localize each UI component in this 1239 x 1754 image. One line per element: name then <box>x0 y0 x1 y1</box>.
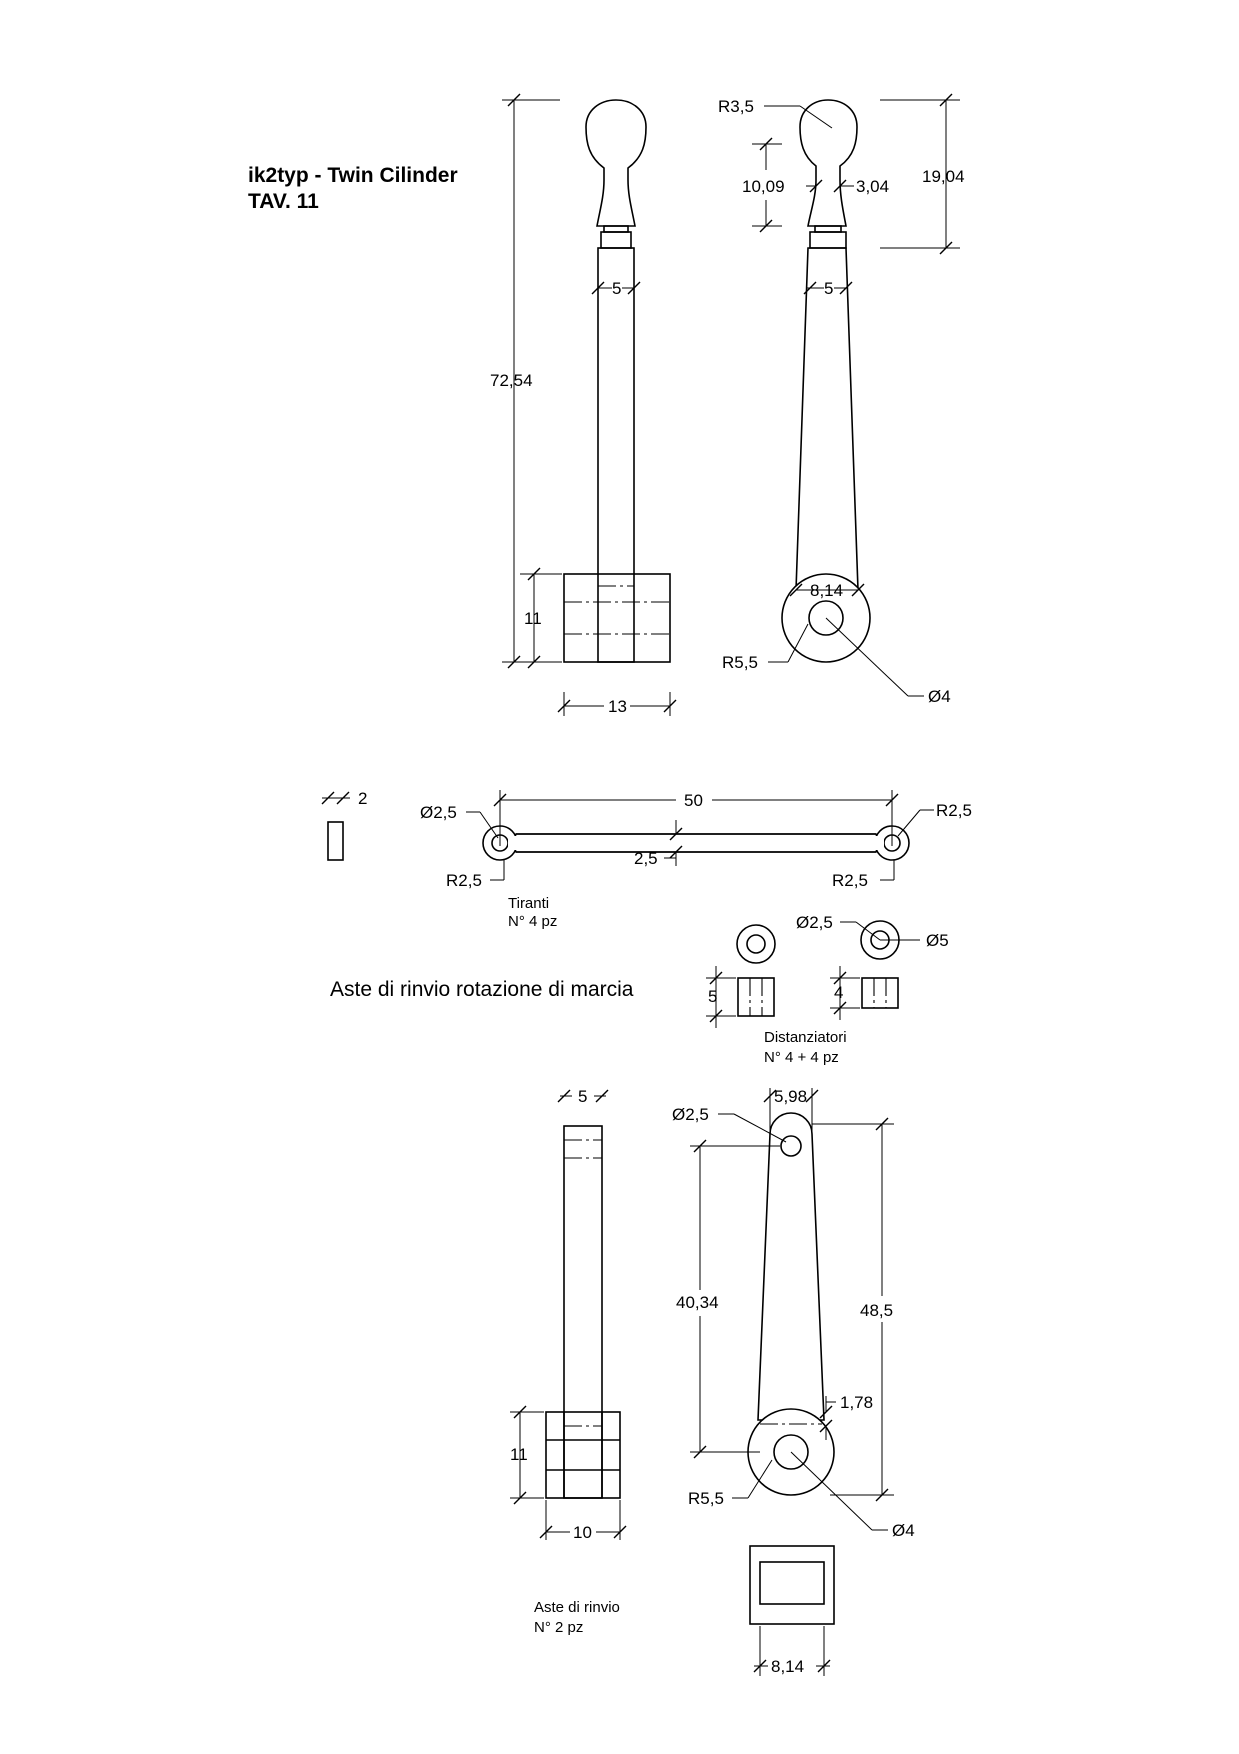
dim-lever-shaft-width-front <box>803 281 853 295</box>
spacers-note-name: Distanziatori <box>764 1029 847 1046</box>
dim-return-rod-offset <box>819 1396 836 1440</box>
dim-return-rod-bore-label: Ø4 <box>892 1521 915 1540</box>
dim-lever-hub-height <box>520 567 562 669</box>
dim-spacer-length-a <box>706 966 736 1028</box>
dim-return-rod-top-width <box>763 1088 819 1134</box>
return-rod-note-name: Aste di rinvio <box>534 1599 620 1616</box>
sheet-number: TAV. 11 <box>248 190 319 213</box>
dim-return-rod-boss-radius-label: R5,5 <box>688 1489 724 1508</box>
dim-tie-rod-center-distance <box>493 790 899 846</box>
dim-return-rod-pin-hole-label: Ø2,5 <box>672 1105 709 1124</box>
dim-lever-hub-height-label: 11 <box>524 609 542 628</box>
tie-rod-edge-view <box>327 821 344 861</box>
dim-lever-hub-width <box>557 692 677 716</box>
return-rod-note-qty: N° 2 pz <box>534 1619 583 1636</box>
dim-spacer-length-b <box>830 966 860 1020</box>
dim-lever-shaft-width-front-label: 5 <box>824 279 833 298</box>
dim-tie-rod-center-distance-label: 50 <box>684 791 703 810</box>
spacer-short-views <box>860 920 900 1009</box>
dim-tie-rod-hole-diameter-label: Ø2,5 <box>420 803 457 822</box>
dim-spacer-inner-diameter-label: Ø2,5 <box>796 913 833 932</box>
dim-return-rod-hole-to-hub-label: 40,34 <box>676 1293 719 1312</box>
lever-side-view <box>563 99 671 663</box>
dim-return-rod-offset-label: 1,78 <box>840 1393 873 1412</box>
tie-rod-plan-view <box>482 825 910 861</box>
dim-tie-rod-thickness-label: 2 <box>358 789 367 808</box>
dim-neck-length-label: 10,09 <box>742 177 785 196</box>
dim-arm-width-bottom-label: 8,14 <box>810 581 843 600</box>
dim-return-rod-hub-width-label: 10 <box>573 1523 592 1542</box>
dim-tie-rod-end-radius-left-label: R2,5 <box>446 871 482 890</box>
dim-return-rod-section-width <box>753 1626 831 1676</box>
drawing-title: ik2typ - Twin Cilinder <box>248 164 458 187</box>
dim-lever-hub-width-label: 13 <box>608 697 627 716</box>
dim-arm-width-bottom <box>789 583 865 597</box>
dim-return-rod-hub-height <box>510 1405 544 1505</box>
dim-spacer-outer-diameter-label: Ø5 <box>926 931 949 950</box>
dim-spacer-length-b-label: 4 <box>834 983 843 1002</box>
dim-lever-shaft-width-side <box>591 281 641 295</box>
dim-lever-shaft-width-side-label: 5 <box>612 279 621 298</box>
dim-neck-width-label: 3,04 <box>856 177 889 196</box>
spacer-long-views <box>736 924 776 1017</box>
dim-handle-height <box>880 93 960 255</box>
dim-boss-radius-label: R5,5 <box>722 653 758 672</box>
dim-return-rod-hub-width <box>539 1500 627 1540</box>
dim-return-rod-section-width-label: 8,14 <box>771 1657 804 1676</box>
tie-rod-note-qty: N° 4 pz <box>508 913 557 930</box>
dim-tie-rod-thickness <box>321 791 350 805</box>
dim-return-rod-shaft-width-label: 5 <box>578 1087 587 1106</box>
spacers-note-qty: N° 4 + 4 pz <box>764 1049 839 1066</box>
dim-return-rod-hub-height-label: 11 <box>510 1445 528 1464</box>
dim-return-rod-hole-to-hub <box>690 1139 780 1459</box>
dim-neck-length <box>752 137 782 233</box>
tie-rod-note-name: Tiranti <box>508 895 549 912</box>
dim-tie-rod-bar-width-label: 2,5 <box>634 849 658 868</box>
return-rod-side-view <box>545 1125 621 1499</box>
dim-return-rod-overall-length-label: 48,5 <box>860 1301 893 1320</box>
dim-return-rod-overall-length <box>812 1117 894 1502</box>
dim-lever-overall-height-label: 72,54 <box>490 371 533 390</box>
dim-handle-height-label: 19,04 <box>922 167 965 186</box>
dim-return-rod-shaft-width <box>557 1089 609 1103</box>
dim-return-rod-top-width-label: 5,98 <box>774 1087 807 1106</box>
section-label: Aste di rinvio rotazione di marcia <box>330 978 634 1001</box>
dim-bore-diameter-label: Ø4 <box>928 687 951 706</box>
return-rod-section-view <box>749 1545 835 1625</box>
dim-tie-rod-end-radius-top-label: R2,5 <box>936 801 972 820</box>
dim-spacer-length-a-label: 5 <box>708 987 717 1006</box>
return-rod-front-view <box>747 1112 835 1496</box>
dim-knob-radius-label: R3,5 <box>718 97 754 116</box>
dim-tie-rod-end-radius-right-label: R2,5 <box>832 871 868 890</box>
dim-tie-rod-bar-width <box>664 820 683 866</box>
dim-neck-width <box>806 179 854 193</box>
